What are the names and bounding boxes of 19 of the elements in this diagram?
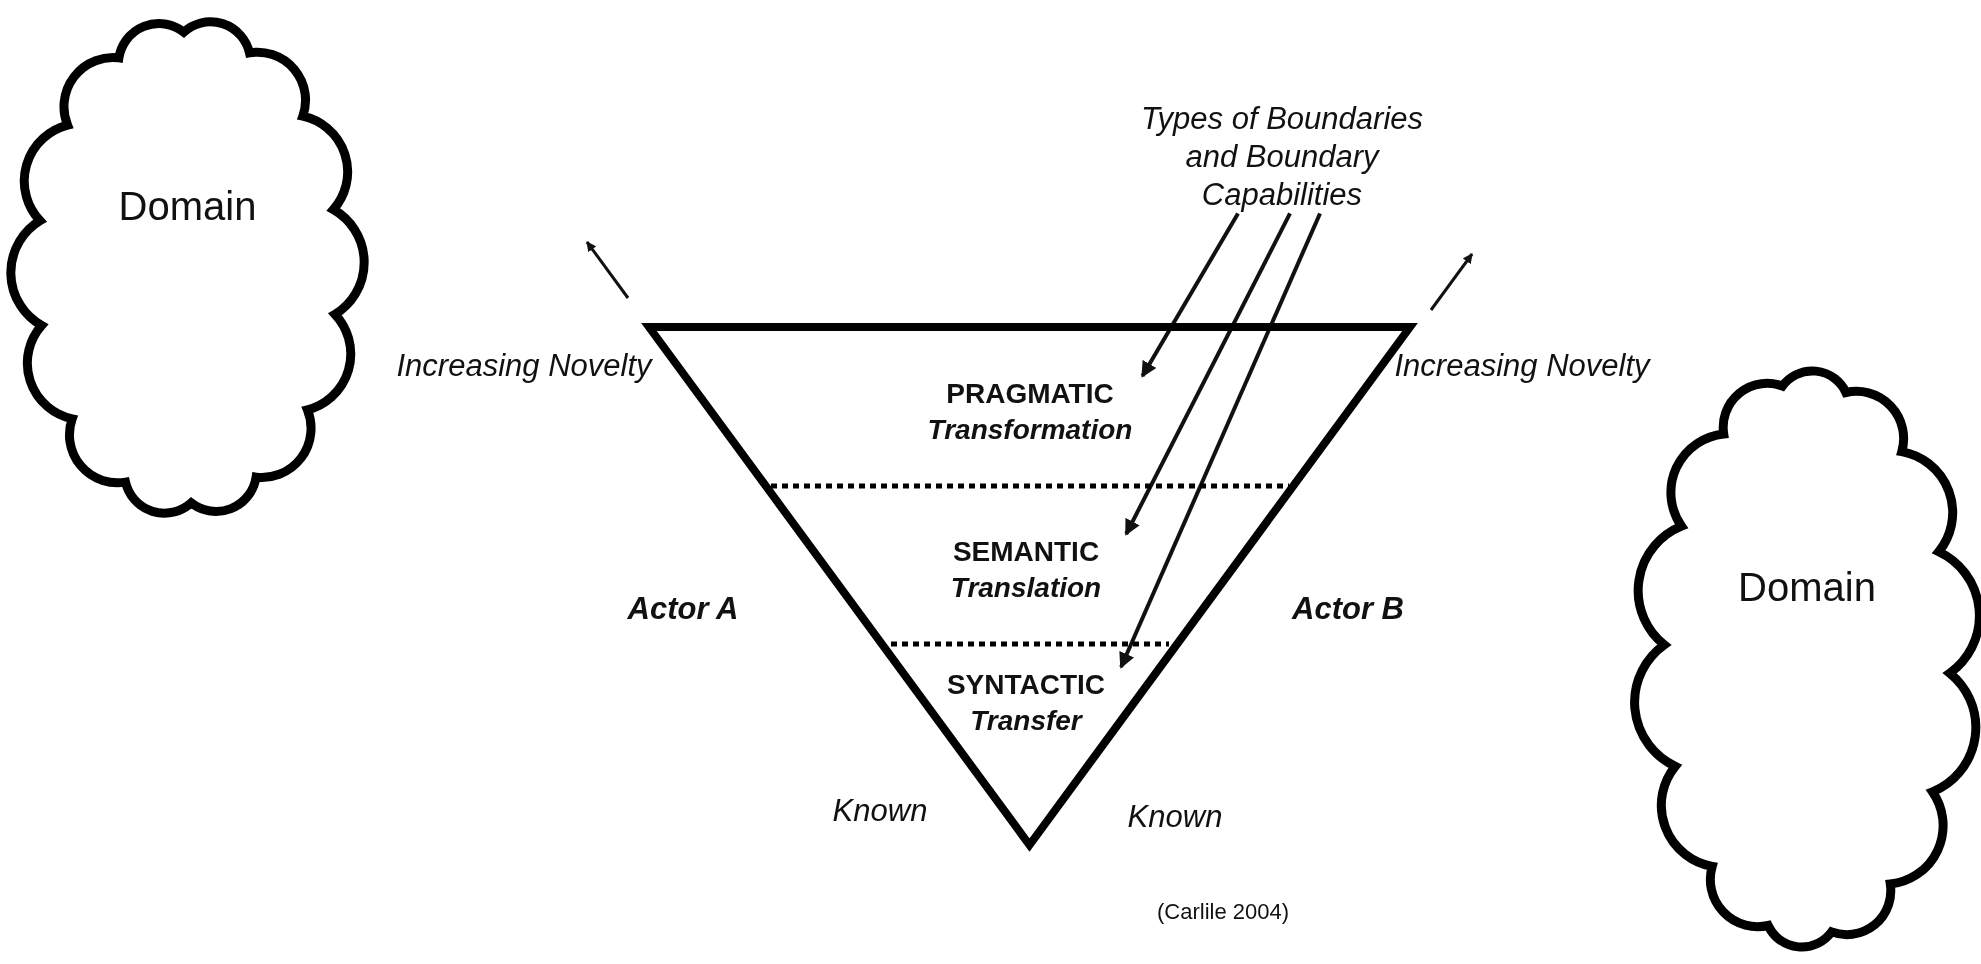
axis-note: Increasing Novelty: [1394, 347, 1650, 385]
axis-note: Known: [1127, 798, 1223, 836]
axis-note: Known: [832, 792, 928, 830]
band-subtitle: Transfer: [969, 704, 1084, 739]
actor-label: Actor B: [1292, 590, 1404, 628]
band-heading: PRAGMATIC: [945, 377, 1115, 411]
axis-note: Increasing Novelty: [396, 347, 652, 385]
band-heading: SYNTACTIC: [946, 668, 1106, 702]
actor-label: Actor A: [627, 590, 739, 628]
arrow: [1124, 212, 1292, 536]
cloud-label: Domain: [1738, 564, 1876, 610]
heading-text: Types of Boundaries and Boundary Capabilities: [1140, 100, 1424, 214]
arrow: [1140, 212, 1240, 378]
arrow: [1119, 212, 1322, 669]
band-heading: SEMANTIC: [951, 535, 1101, 569]
caption: (Carlile 2004): [1156, 898, 1290, 926]
band-subtitle: Translation: [950, 571, 1102, 606]
band-subtitle: Transformation: [927, 413, 1133, 448]
cloud-label: Domain: [118, 183, 257, 229]
